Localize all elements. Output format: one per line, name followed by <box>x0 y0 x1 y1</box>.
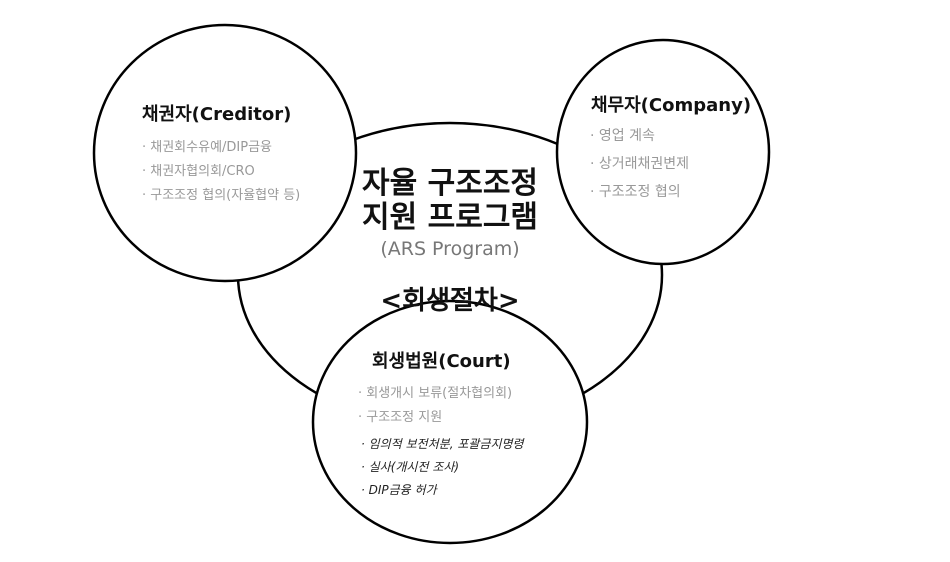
creditor-heading: 채권자(Creditor) <box>142 104 292 125</box>
creditor-circle <box>92 23 358 283</box>
company-item: · 영업 계속 <box>590 128 655 144</box>
company-item: · 상거래채권변제 <box>590 156 690 172</box>
creditor-item: · 채권자협의회/CRO <box>142 164 255 179</box>
company-item: · 구조조정 협의 <box>590 184 681 200</box>
creditor-item: · 구조조정 협의(자율협약 등) <box>142 188 301 203</box>
court-sub-item: · 실사(개시전 조사) <box>361 460 460 474</box>
center-title-line1: 자율 구조조정 <box>361 166 539 201</box>
court-item: · 회생개시 보류(절차협의회) <box>358 386 513 401</box>
center-label: <회생절차> <box>380 286 520 316</box>
company-circle <box>555 38 771 266</box>
center-title-line2: 지원 프로그램 <box>361 200 539 235</box>
court-sub-item: · DIP금융 허가 <box>361 483 437 497</box>
company-heading: 채무자(Company) <box>591 95 752 116</box>
center-subtitle: (ARS Program) <box>380 238 520 260</box>
court-item: · 구조조정 지원 <box>358 410 443 425</box>
court-ellipse <box>311 299 589 545</box>
court-sub-item: · 임의적 보전처분, 포괄금지명령 <box>361 437 524 451</box>
court-heading: 회생법원(Court) <box>372 351 511 372</box>
creditor-item: · 채권회수유예/DIP금융 <box>142 140 273 155</box>
